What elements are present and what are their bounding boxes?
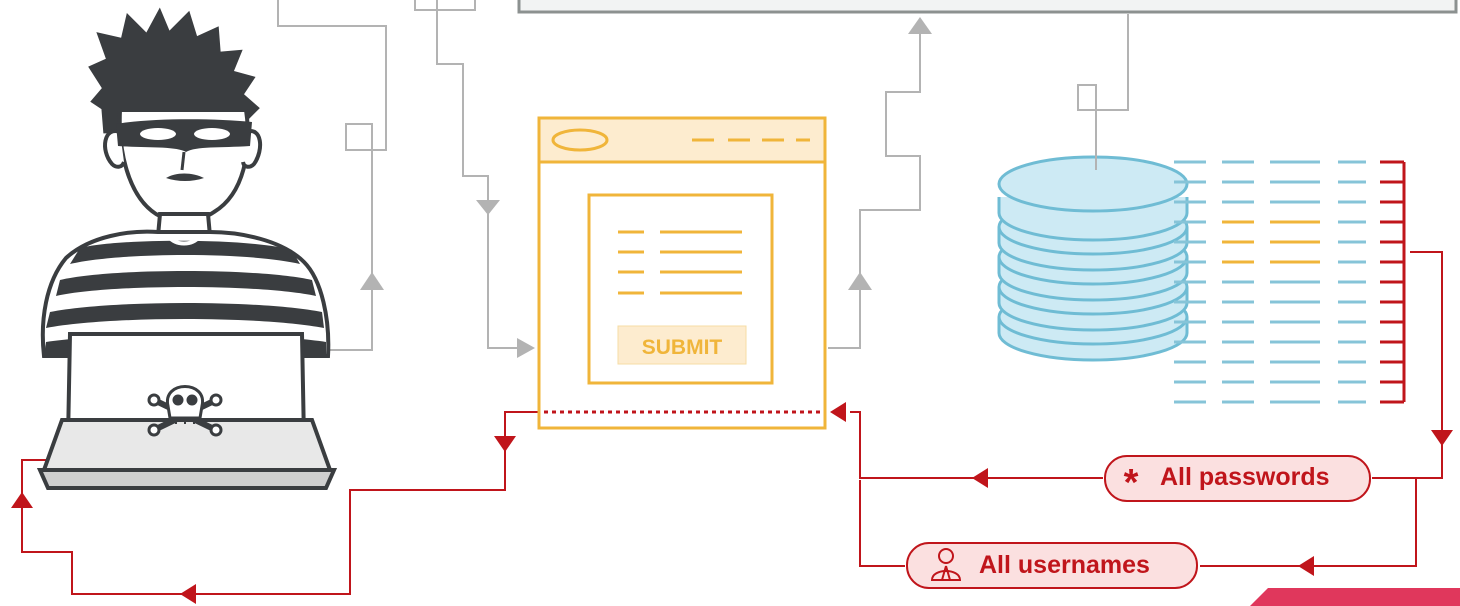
- request-flow-lines: [277, 0, 1129, 351]
- skull-crossbones-icon: [147, 385, 223, 437]
- corner-accent: [1250, 588, 1460, 606]
- asterisk-icon: *: [1124, 462, 1139, 504]
- db-records-table: [1174, 160, 1406, 404]
- all-usernames-badge: All usernames: [906, 542, 1198, 589]
- exfil-flow-arrows: [11, 402, 1453, 604]
- database-icon: [997, 155, 1189, 362]
- all-passwords-label: All passwords: [1160, 463, 1330, 491]
- window-title-pill: [551, 128, 609, 152]
- submit-label: SUBMIT: [642, 336, 723, 359]
- all-passwords-badge: * All passwords: [1104, 455, 1371, 504]
- submit-button[interactable]: SUBMIT: [617, 325, 747, 365]
- web-form-window: SUBMIT: [537, 116, 827, 430]
- top-web-server-box: [517, 0, 1458, 14]
- attacker-icon: [36, 0, 338, 490]
- all-usernames-label: All usernames: [979, 551, 1150, 579]
- user-icon: [930, 548, 962, 581]
- form-field-lines: [618, 230, 742, 295]
